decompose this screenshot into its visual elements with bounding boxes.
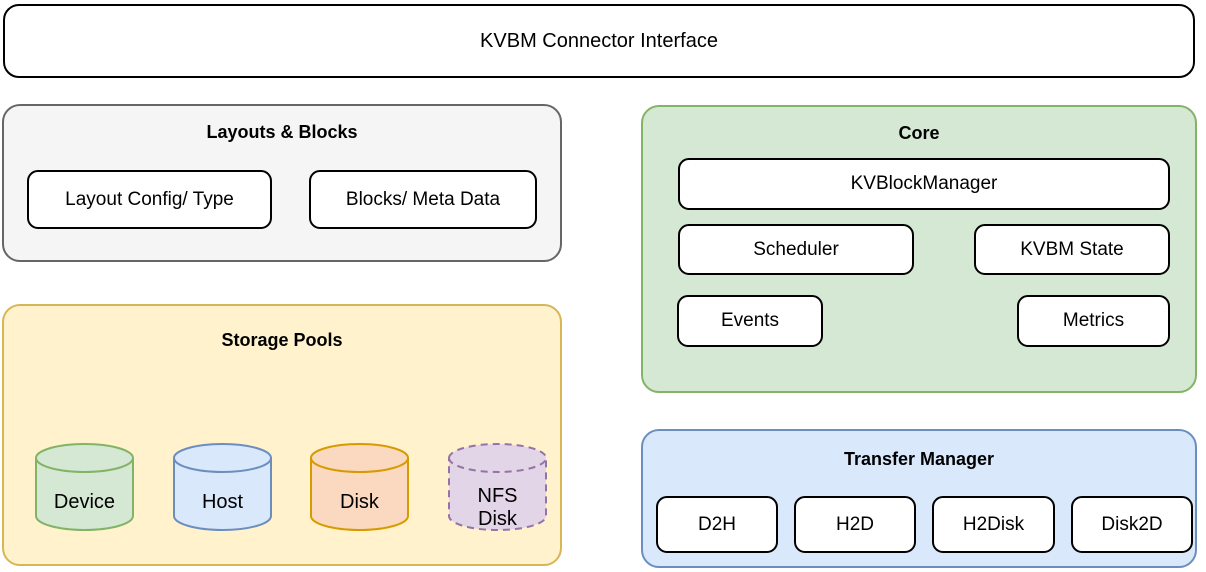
connector-interface-title: KVBM Connector Interface — [480, 29, 718, 52]
transfer-manager-title: Transfer Manager — [843, 449, 995, 469]
node-events[interactable]: Events — [677, 295, 823, 347]
core-title: Core — [898, 123, 940, 143]
node-layout-config-type[interactable]: Layout Config/ Type — [27, 170, 272, 229]
node-d2h[interactable]: D2H — [656, 496, 778, 553]
node-metrics-label: Metrics — [1062, 310, 1125, 331]
node-scheduler-label: Scheduler — [753, 238, 839, 260]
cylinder-disk-shape — [310, 443, 409, 531]
cylinder-nfs-disk-shape — [448, 443, 547, 531]
node-blocks-meta-data-label: Blocks/ Meta Data — [345, 188, 501, 210]
node-kvblockmanager-label: KVBlockManager — [850, 173, 998, 194]
layouts-and-blocks-title: Layouts & Blocks — [206, 122, 358, 142]
node-h2d[interactable]: H2D — [794, 496, 916, 553]
node-kvbm-state-label: KVBM State — [1020, 238, 1124, 260]
storage-pools-title: Storage Pools — [221, 330, 343, 350]
kvbm-connector-interface-bar: KVBM Connector Interface — [3, 4, 1195, 78]
cylinder-nfs-disk[interactable]: NFS Disk — [448, 443, 547, 531]
cylinder-host[interactable]: Host — [173, 443, 272, 531]
node-kvbm-state[interactable]: KVBM State — [974, 224, 1170, 275]
node-metrics[interactable]: Metrics — [1017, 295, 1170, 347]
cylinder-device-shape — [35, 443, 134, 531]
node-events-label: Events — [720, 310, 780, 331]
node-h2d-label: H2D — [835, 513, 874, 535]
node-kvblockmanager[interactable]: KVBlockManager — [678, 158, 1170, 210]
node-h2disk[interactable]: H2Disk — [932, 496, 1055, 553]
node-h2disk-label: H2Disk — [962, 513, 1025, 535]
node-blocks-meta-data[interactable]: Blocks/ Meta Data — [309, 170, 537, 229]
cylinder-disk[interactable]: Disk — [310, 443, 409, 531]
node-scheduler[interactable]: Scheduler — [678, 224, 914, 275]
node-disk2d-label: Disk2D — [1101, 513, 1163, 535]
cylinder-host-shape — [173, 443, 272, 531]
cylinder-device[interactable]: Device — [35, 443, 134, 531]
node-layout-config-type-label: Layout Config/ Type — [65, 188, 234, 210]
node-d2h-label: D2H — [697, 513, 736, 535]
node-disk2d[interactable]: Disk2D — [1071, 496, 1193, 553]
